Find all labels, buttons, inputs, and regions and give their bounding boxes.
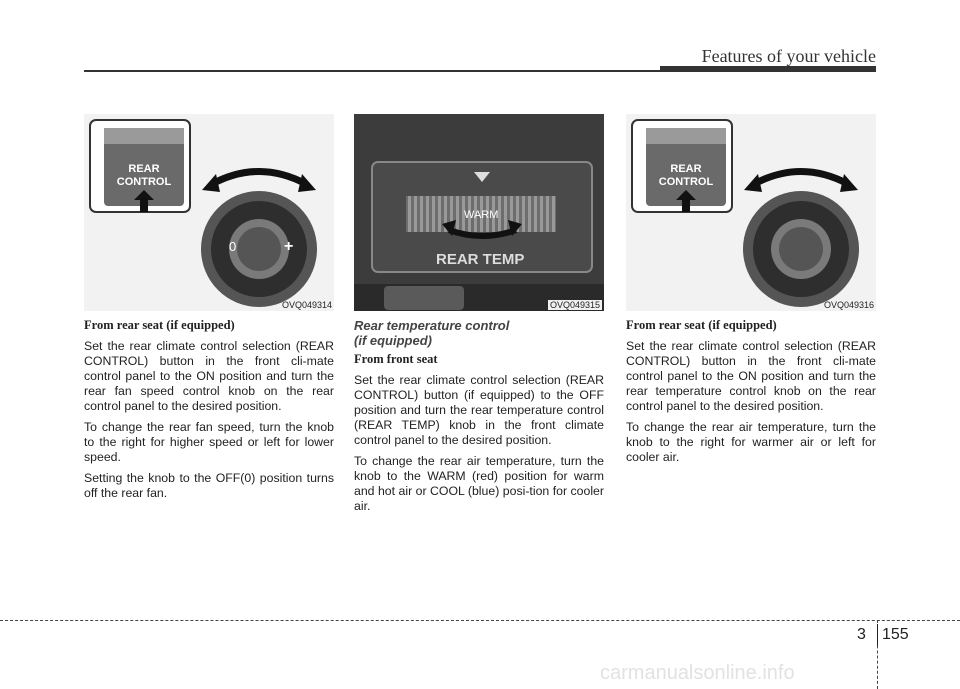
page-number: 155 (882, 626, 909, 643)
knob-plus-label: + (284, 238, 293, 255)
paragraph: To change the rear air temperature, turn… (354, 454, 604, 513)
footer-divider (877, 620, 878, 689)
rear-label: REAR (670, 163, 701, 175)
rear-temp-illustration: WARM REAR TEMP (354, 114, 604, 311)
control-label: CONTROL (117, 176, 172, 188)
rear-label: REAR (128, 163, 159, 175)
page-separator (877, 624, 878, 646)
footer-rule (0, 620, 960, 621)
rear-temp-label: REAR TEMP (436, 251, 524, 268)
figure-code: OVQ049314 (281, 300, 332, 310)
header-rule-accent (660, 66, 876, 72)
watermark: carmanualsonline.info (600, 662, 795, 684)
section-title-line2: (if equipped) (354, 333, 432, 348)
figure-rear-fan-control: REAR CONTROL 0 + OVQ049314 (84, 114, 334, 311)
subheading: From rear seat (if equipped) (84, 318, 235, 332)
subheading: From rear seat (if equipped) (626, 318, 777, 332)
column-rear-temp: Rear temperature control (if equipped) F… (354, 318, 604, 520)
knob-off-label: 0 (229, 239, 236, 254)
paragraph: Set the rear climate control selection (… (84, 339, 334, 413)
paragraph: To change the rear fan speed, turn the k… (84, 420, 334, 464)
subheading: From front seat (354, 352, 438, 366)
column-rear-fan: From rear seat (if equipped) Set the rea… (84, 318, 334, 507)
rear-fan-illustration: REAR CONTROL 0 + (84, 114, 334, 311)
section-title-line1: Rear temperature control (354, 318, 510, 333)
header-rule (84, 70, 876, 72)
figure-rear-temp-control: WARM REAR TEMP OVQ049315 (354, 114, 604, 311)
paragraph: To change the rear air temperature, turn… (626, 420, 876, 464)
paragraph: Setting the knob to the OFF(0) position … (84, 471, 334, 500)
header-title: Features of your vehicle (701, 46, 876, 66)
section-title: Rear temperature control (if equipped) (354, 318, 604, 348)
rear-temp-knob-illustration: REAR CONTROL (626, 114, 876, 311)
figure-code: OVQ049316 (823, 300, 874, 310)
paragraph: Set the rear climate control selection (… (354, 373, 604, 447)
chapter-number: 3 (857, 626, 866, 643)
figure-code: OVQ049315 (547, 300, 602, 310)
control-label: CONTROL (659, 176, 714, 188)
warm-label: WARM (464, 209, 498, 221)
paragraph: Set the rear climate control selection (… (626, 339, 876, 413)
column-rear-seat-temp: From rear seat (if equipped) Set the rea… (626, 318, 876, 471)
figure-rear-temp-knob: REAR CONTROL OVQ049316 (626, 114, 876, 311)
